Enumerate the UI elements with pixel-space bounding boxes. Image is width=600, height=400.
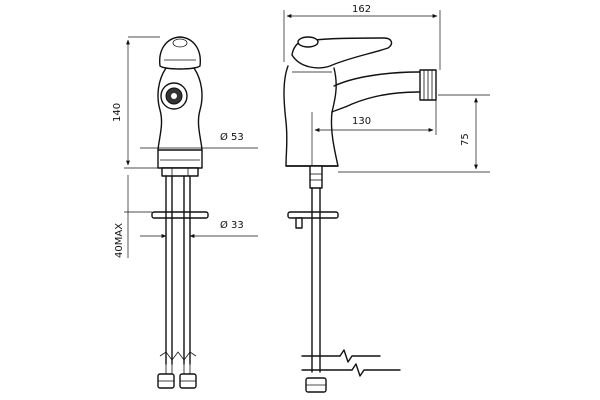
side-connector — [309, 165, 323, 189]
dimension-overall-width: 162 — [283, 4, 441, 70]
dimension-reach-label: 130 — [352, 116, 371, 127]
dimension-hole-diameter-label: Ø 33 — [220, 219, 244, 231]
side-supply-hose — [311, 187, 321, 373]
front-view: 140 40MAX Ø 53 Ø 33 — [112, 36, 258, 389]
front-handle — [159, 36, 201, 70]
front-base — [161, 167, 199, 177]
dimension-spout-height-label: 75 — [460, 133, 471, 146]
dimension-spout-height: 75 — [338, 94, 490, 173]
side-nozzle — [419, 69, 437, 101]
side-view: 162 130 75 — [283, 4, 490, 393]
side-fixing-plate — [287, 211, 339, 219]
dimension-hole-diameter: Ø 33 — [140, 219, 258, 238]
dimension-base-diameter-label: Ø 53 — [220, 131, 244, 143]
front-hose-fittings — [157, 364, 197, 389]
front-fixing-plate — [151, 211, 209, 219]
dimension-max-thickness: 40MAX — [114, 175, 152, 258]
front-supply-hoses — [159, 175, 197, 365]
side-body — [283, 65, 339, 167]
dimension-height: 140 — [112, 36, 160, 169]
break-lines — [301, 349, 401, 377]
dimension-overall-width-label: 162 — [352, 4, 371, 15]
side-spout — [331, 71, 423, 113]
dimension-reach: 130 — [311, 100, 437, 166]
dimension-base-diameter: Ø 53 — [140, 131, 258, 149]
dimension-height-label: 140 — [112, 103, 123, 122]
dimension-max-thickness-label: 40MAX — [114, 223, 125, 258]
front-body — [157, 67, 203, 169]
front-nozzle — [160, 82, 188, 110]
